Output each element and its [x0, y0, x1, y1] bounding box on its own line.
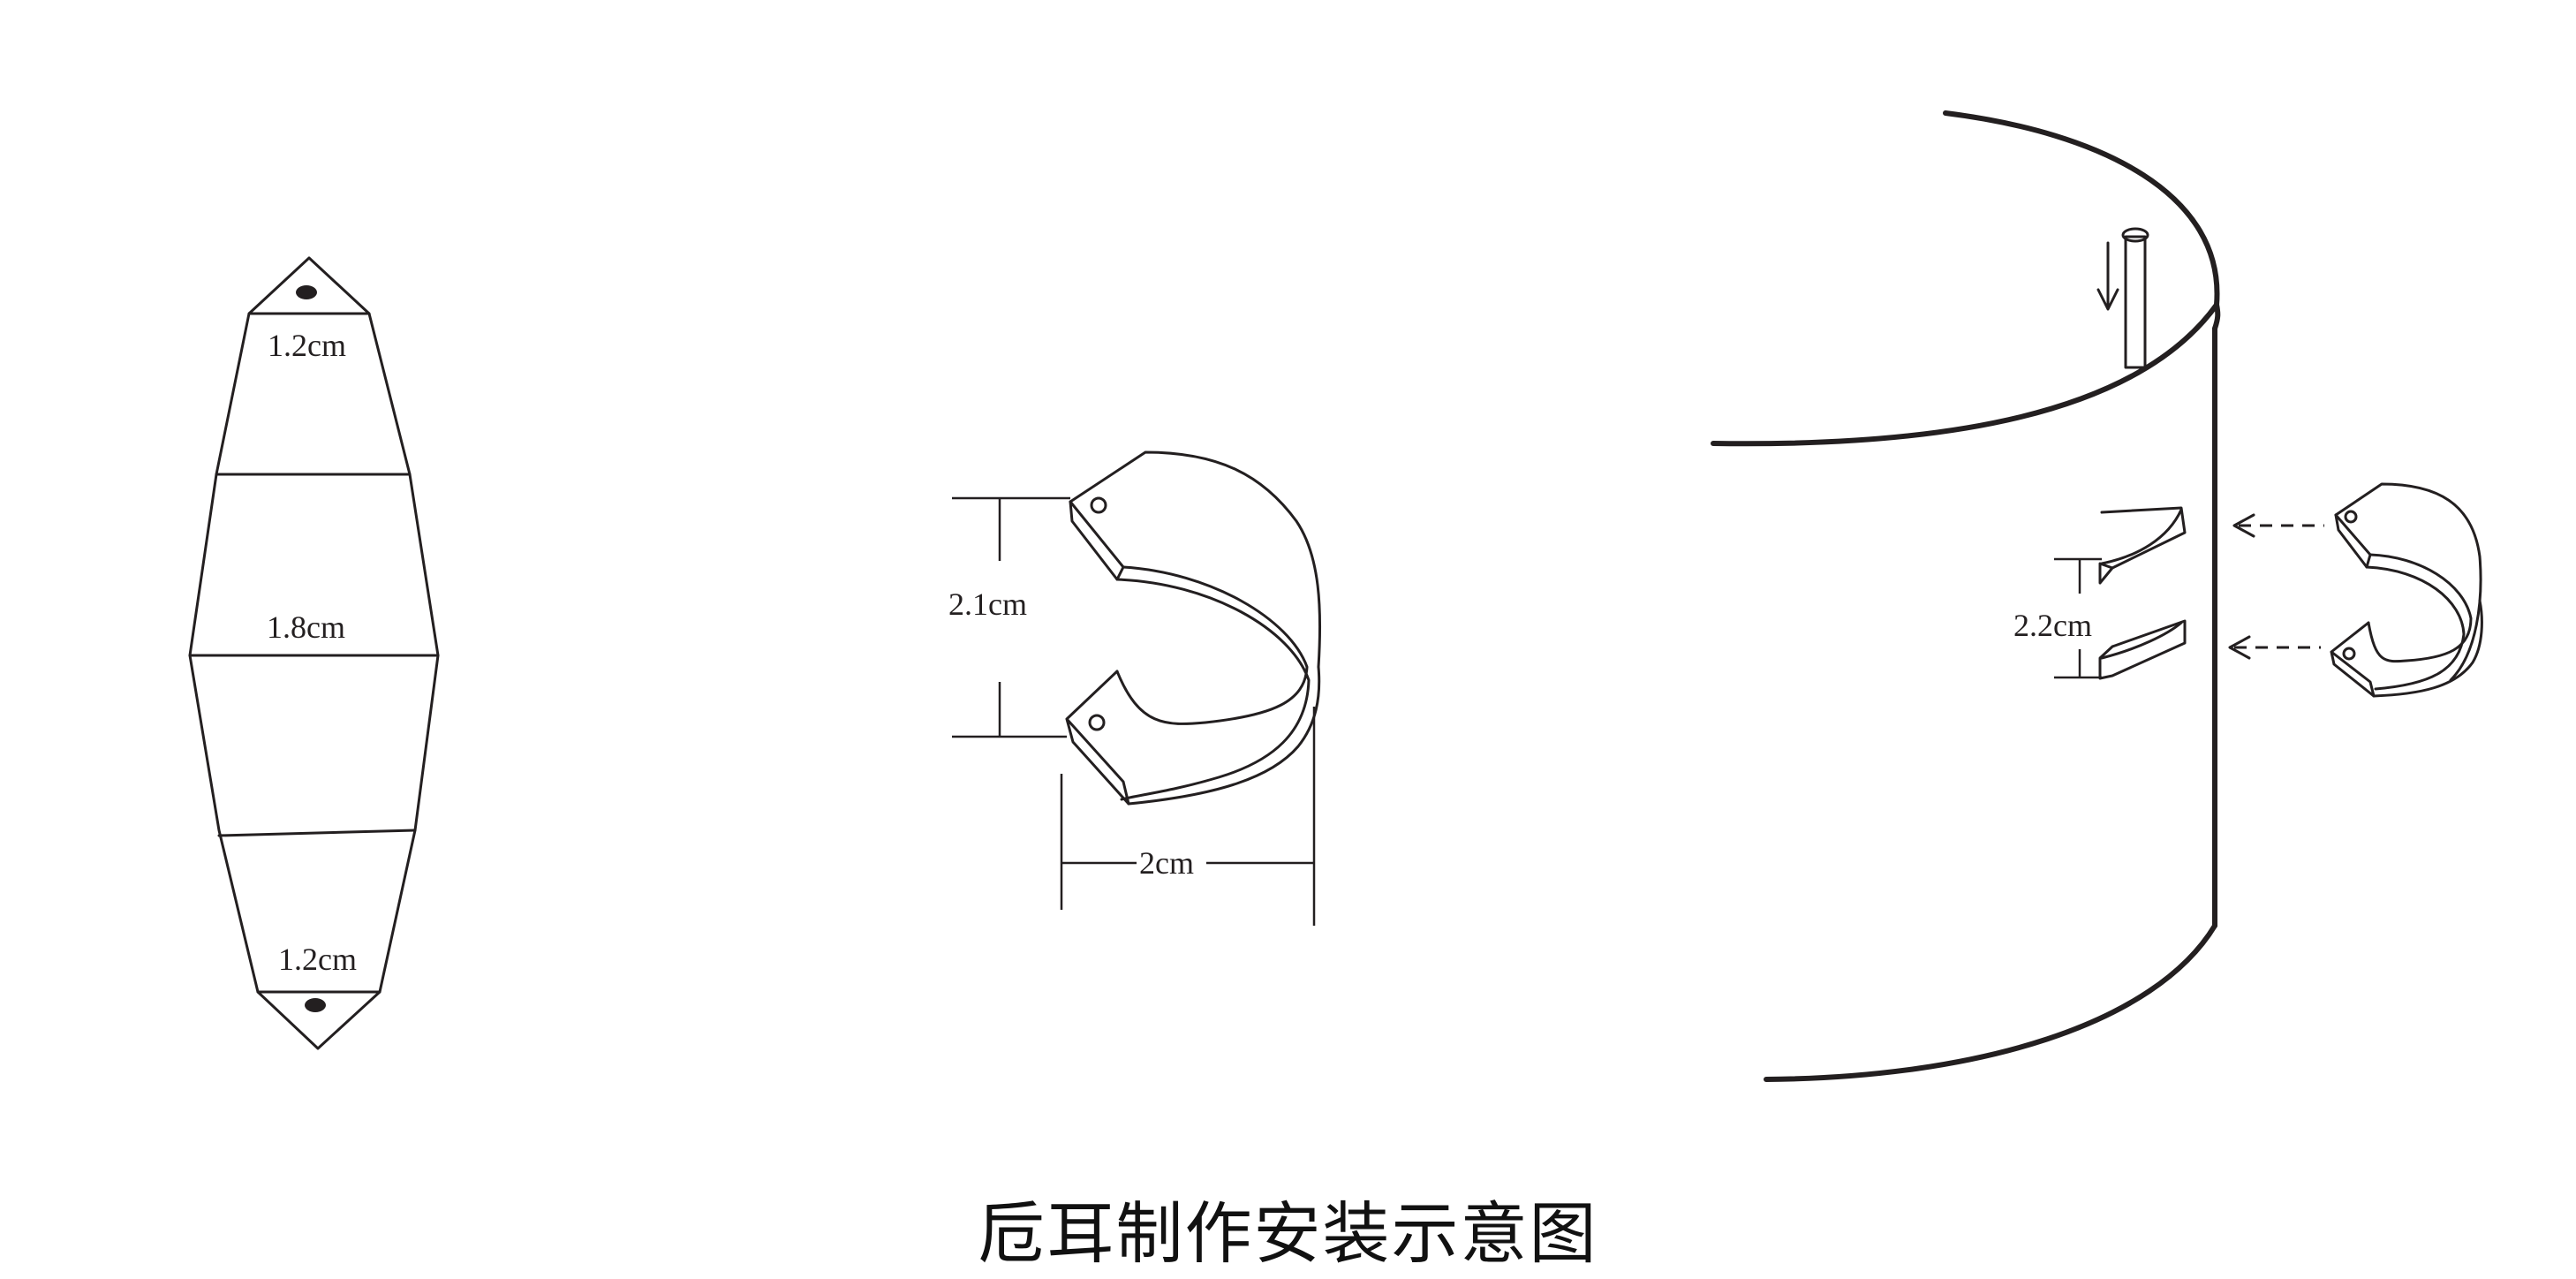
pin-arrow-head [2096, 288, 2119, 311]
handle-band-inner [1115, 565, 1309, 725]
pattern-top-hole [296, 285, 317, 299]
pattern-strip-outline [188, 312, 440, 994]
handle-band-outer [1115, 578, 1311, 801]
pattern-bottom-triangle [256, 990, 381, 1050]
pattern-top-width-label: 1.2cm [268, 328, 346, 363]
installation-drawing: 2.2cm [1711, 110, 2483, 1082]
insert-arrow-upper-head [2232, 513, 2255, 538]
pattern-middle-width-label: 1.8cm [267, 609, 345, 645]
pin-head [2121, 227, 2149, 243]
handle-bottom-tab [1065, 670, 1130, 806]
loose-handle-bottom [2330, 621, 2376, 698]
vessel-rim-front [1711, 298, 2221, 447]
install-spacing-label: 2.2cm [2013, 608, 2092, 643]
vessel-bottom-edge [1764, 923, 2217, 1082]
pattern-fold-line-3 [217, 829, 417, 837]
flat-pattern-drawing: 1.2cm 1.8cm 1.2cm [188, 256, 440, 1050]
vessel-rim-back [1943, 110, 2220, 307]
figure-caption: 卮耳制作安装示意图 [978, 1194, 1598, 1273]
handle-width-label: 2cm [1139, 845, 1194, 881]
vessel-slot-upper [2098, 506, 2187, 585]
handle-top-hole [1090, 496, 1107, 514]
pin-rod [2124, 235, 2147, 369]
loose-handle-band-outer [2365, 565, 2466, 691]
insert-arrow-lower-head [2228, 635, 2251, 660]
vessel-slot-lower [2098, 619, 2187, 680]
handle-right-edge [1127, 665, 1321, 806]
pattern-bottom-width-label: 1.2cm [278, 942, 357, 977]
handle-height-label: 2.1cm [948, 587, 1027, 622]
loose-handle-bottom-hole [2342, 647, 2356, 661]
vessel-slot-lower-face [2100, 621, 2183, 660]
handle-bottom-hole [1088, 714, 1106, 731]
loose-handle-top [2334, 482, 2482, 682]
vessel-slot-upper-face [2100, 508, 2183, 565]
handle-top-tab [1069, 450, 1322, 669]
bent-handle-drawing: 2.1cm 2cm [948, 450, 1322, 926]
loose-handle-top-hole [2344, 510, 2358, 524]
pattern-bottom-hole [305, 998, 326, 1012]
loose-handle-bottom-edge [2372, 599, 2483, 698]
